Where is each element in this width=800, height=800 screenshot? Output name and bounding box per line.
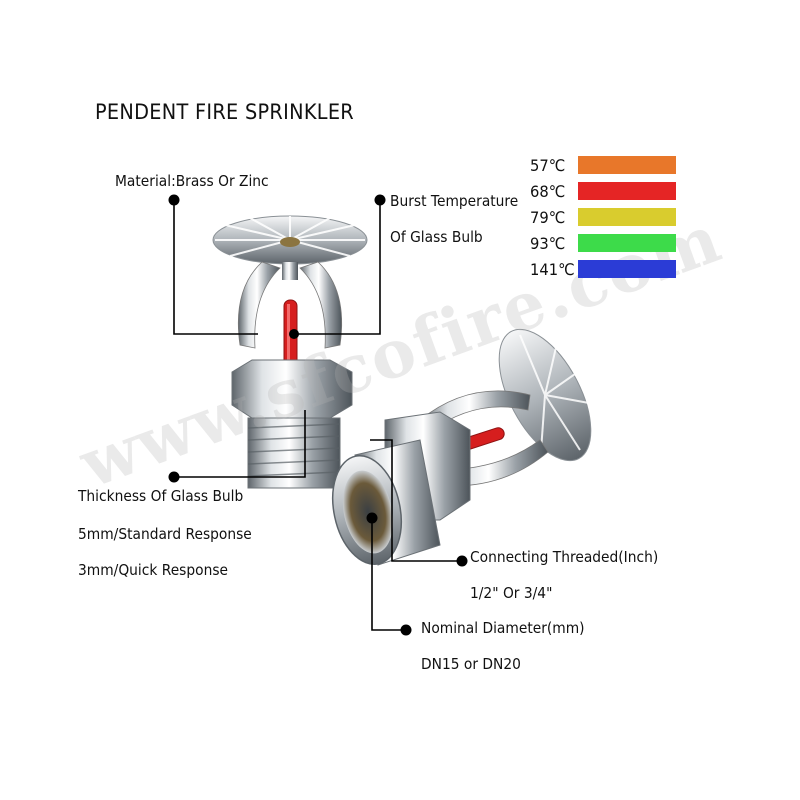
legend-row: 57℃ xyxy=(530,155,676,175)
legend-swatch-blue xyxy=(578,260,676,278)
legend-row: 93℃ xyxy=(530,233,676,253)
legend-row: 79℃ xyxy=(530,207,676,227)
burst-temperature-label: Burst Temperature xyxy=(390,192,519,210)
quick-response-label: 3mm/Quick Response xyxy=(78,561,229,579)
connecting-leader xyxy=(370,439,462,562)
legend-swatch-red xyxy=(578,182,676,200)
left-sprinkler xyxy=(212,215,368,489)
material-leader xyxy=(173,200,258,335)
connecting-thread-label: Connecting Threaded(Inch) xyxy=(470,548,659,566)
page-title: PENDENT FIRE SPRINKLER xyxy=(95,100,355,124)
material-label: Material:Brass Or Zinc xyxy=(115,172,269,190)
nominal-leader xyxy=(371,518,406,631)
thickness-leader xyxy=(174,410,306,478)
legend-swatch-green xyxy=(578,234,676,252)
legend-temp: 93℃ xyxy=(530,233,566,253)
burst-temperature-label-2: Of Glass Bulb xyxy=(390,228,483,246)
legend-temp: 79℃ xyxy=(530,207,566,227)
legend-temp: 141℃ xyxy=(530,259,575,279)
legend-row: 141℃ xyxy=(530,259,676,279)
legend-temp: 68℃ xyxy=(530,181,566,201)
right-sprinkler xyxy=(332,328,601,566)
legend-row: 68℃ xyxy=(530,181,676,201)
standard-response-label: 5mm/Standard Response xyxy=(78,525,252,543)
legend-swatch-yellow xyxy=(578,208,676,226)
legend-temp: 57℃ xyxy=(530,155,566,175)
nominal-diameter-value: DN15 or DN20 xyxy=(421,655,521,673)
legend-swatch-orange xyxy=(578,156,676,174)
connecting-thread-value: 1/2" Or 3/4" xyxy=(470,584,553,602)
burst-leader xyxy=(294,200,381,335)
thickness-label: Thickness Of Glass Bulb xyxy=(78,487,244,505)
nominal-diameter-label: Nominal Diameter(mm) xyxy=(421,619,585,637)
